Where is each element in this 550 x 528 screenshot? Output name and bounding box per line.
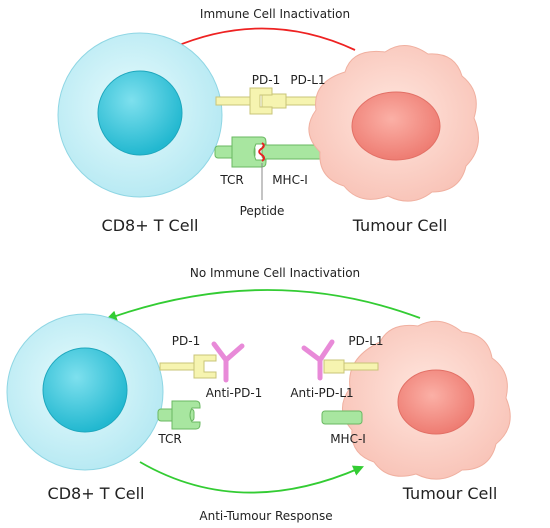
top-t-cell-nucleus — [97, 70, 183, 156]
top-t-cell — [57, 32, 223, 198]
top-peptide — [258, 142, 265, 162]
top-tcr-label: TCR — [219, 173, 243, 187]
top-tcr-receptor — [214, 136, 267, 168]
bottom-tcr-label: TCR — [157, 432, 181, 446]
top-mhc-label: MHC-I — [272, 173, 308, 187]
top-pd1-receptor — [215, 87, 273, 115]
top-tumour-nucleus — [351, 91, 441, 161]
bottom-t-cell — [6, 313, 164, 471]
bottom-tcr-receptor — [157, 400, 201, 430]
bottom-anti-pd1-label: Anti-PD-1 — [206, 386, 263, 400]
bottom-anti-pdl1-antibody — [301, 339, 335, 381]
bottom-t-cell-label: CD8+ T Cell — [48, 484, 145, 503]
bottom-no-inactivation-arrow — [105, 289, 421, 321]
bottom-anti-pdl1-label: Anti-PD-L1 — [290, 386, 353, 400]
top-inactivation-arrow — [168, 27, 356, 51]
top-pdl1-label: PD-L1 — [290, 73, 325, 87]
bottom-tumour-cell — [342, 320, 511, 480]
bottom-response-label: Anti-Tumour Response — [199, 509, 332, 523]
bottom-pd1-label: PD-1 — [172, 334, 200, 348]
top-tumour-cell — [308, 45, 479, 202]
bottom-mhc-receptor — [321, 410, 363, 425]
bottom-arrow-label: No Immune Cell Inactivation — [190, 266, 360, 280]
bottom-pdl1-label: PD-L1 — [348, 334, 383, 348]
top-pdl1-head — [261, 93, 287, 109]
top-pd1-label: PD-1 — [252, 73, 280, 87]
top-tumour-cell-label: Tumour Cell — [352, 216, 448, 235]
bottom-anti-pd1-antibody — [211, 341, 245, 383]
bottom-anti-tumour-arrow — [139, 461, 364, 494]
bottom-pd1-receptor — [159, 354, 217, 379]
bottom-pdl1-receptor — [323, 359, 379, 374]
bottom-tumour-nucleus — [397, 369, 475, 435]
top-peptide-label: Peptide — [240, 204, 285, 218]
bottom-t-cell-nucleus — [42, 347, 128, 433]
bottom-mhc-label: MHC-I — [330, 432, 366, 446]
top-arrow-label: Immune Cell Inactivation — [200, 7, 350, 21]
top-t-cell-label: CD8+ T Cell — [102, 216, 199, 235]
bottom-tumour-cell-label: Tumour Cell — [402, 484, 498, 503]
